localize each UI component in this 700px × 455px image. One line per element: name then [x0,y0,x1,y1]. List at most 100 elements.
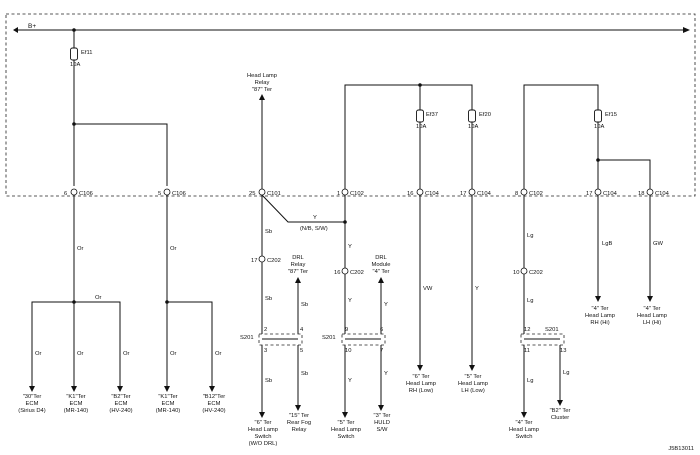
connector-c202-10 [520,267,528,275]
splice-pin: 2 [264,327,267,333]
connector-c104-18 [646,188,654,196]
connector-pin: 17 [251,258,257,264]
terminal-cluster: "B2" Ter [550,408,571,414]
fuse-ef15-id: Ef15 [605,112,617,118]
splice-pin: 3 [264,348,267,354]
connector-c102-1 [341,188,349,196]
wire-cross [261,194,345,223]
terminal-ecm-mr140-a: "K1"Ter [66,394,85,400]
wire-ef15-branch [598,159,651,189]
wire-color: Sb [301,302,308,308]
wire-or-branch [31,301,121,386]
wire-color: Or [95,295,102,301]
connector-name: C106 [79,191,93,197]
arrow-up-icon [259,94,265,100]
terminal-hl-switch-4: "4" Ter [516,420,533,426]
connector-pin: 6 [64,191,67,197]
fuse-ef20-rating: 10A [468,124,478,130]
arrow-icon [259,412,265,418]
fuse-ef37-id: Ef37 [426,112,438,118]
connector-pin: 18 [638,191,644,197]
connector-pin: 16 [407,191,413,197]
fuse-ef20 [468,109,476,123]
connector-name: C102 [529,191,543,197]
arrow-icon [29,386,35,392]
terminal-rear-fog-relay: "15" Ter [289,413,309,419]
connector-c104-17 [468,188,476,196]
wire-color: Lg [527,233,533,239]
terminal-line: Rear Fog [287,420,311,426]
terminal-line: Head Lamp [509,427,539,433]
terminal-line: (HV-240) [202,408,225,414]
splice-name: S201 [545,327,559,333]
terminal-line: Head Lamp [637,313,667,319]
fuse-box-frame [5,13,696,197]
connector-c202-16 [341,267,349,275]
bus-arrow-left-icon [13,27,18,33]
connector-name: C104 [603,191,618,197]
terminal-line: Head Lamp [585,313,615,319]
terminal-ecm-hv240-b: "B12"Ter [203,394,226,400]
connector-name: C202 [529,270,543,276]
terminal-ecm-hv240-a: "B2"Ter [111,394,130,400]
drl-relay-3: "87" Ter [288,269,308,275]
connector-pin: 16 [334,270,340,276]
connector-c102-8 [520,188,528,196]
terminal-line: RH (Hi) [590,320,609,326]
terminal-line: (Sirius D4) [18,408,45,414]
connector-pin: 1 [337,191,340,197]
fuse-ef15 [594,109,602,123]
terminal-hl-switch-wodrl: "6" Ter [255,420,272,426]
battery-label: B+ [28,23,36,30]
arrow-icon [469,365,475,371]
relay-label-2: Relay [255,80,270,86]
terminal-line: Head Lamp [331,427,361,433]
wire-color: Y [384,371,388,377]
terminal-ecm-mr140-b: "K1"Ter [158,394,177,400]
terminal-line: HULD [374,420,390,426]
connector-pin: 8 [515,191,518,197]
terminal-line: ECM [208,401,221,407]
terminal-line: S/W [377,427,388,433]
terminal-hl-rh-hi: "4" Ter [592,306,609,312]
wire-color: VW [423,286,433,292]
terminal-huld-sw: "3" Ter [374,413,391,419]
splice-pin: 6 [380,327,383,333]
arrow-icon [117,386,123,392]
splice-pin: 4 [300,327,304,333]
splice-pin: 7 [380,348,383,354]
wire-lowbeam-feed [344,84,473,189]
wire-color: Sb [301,371,308,377]
terminal-ecm-sirius: "30"Ter [23,394,42,400]
arrow-icon [164,386,170,392]
splice-name: S201 [322,335,336,341]
terminal-hl-lh-low: "5" Ter [465,374,482,380]
terminal-line: Relay [292,427,307,433]
splice-pin: 13 [560,348,566,354]
drl-module-1: DRL [375,255,387,261]
wire-color: Sb [265,378,272,384]
connector-name: C106 [172,191,186,197]
arrow-icon [209,386,215,392]
connector-name: C104 [425,191,440,197]
arrow-up-icon [295,277,301,283]
wire-color: Y [348,298,352,304]
arrow-icon [557,400,563,406]
terminal-hl-switch-5: "5" Ter [338,420,355,426]
arrow-icon [71,386,77,392]
connector-name: C102 [350,191,364,197]
fuse-ef11-id: Ef11 [81,50,93,56]
connector-c106-5 [163,188,171,196]
fuse-ef11-rating: 10A [70,62,80,68]
connector-pin: 17 [586,191,592,197]
terminal-line: ECM [70,401,83,407]
connector-c106-6 [70,188,78,196]
wire-color: Or [77,246,84,252]
connector-c202-17 [258,255,266,263]
wire-color: Y [348,244,352,250]
terminal-line: ECM [115,401,128,407]
terminal-line: Switch [515,434,532,440]
splice-pin: 9 [345,327,348,333]
wire-or-branch-2 [167,301,213,386]
